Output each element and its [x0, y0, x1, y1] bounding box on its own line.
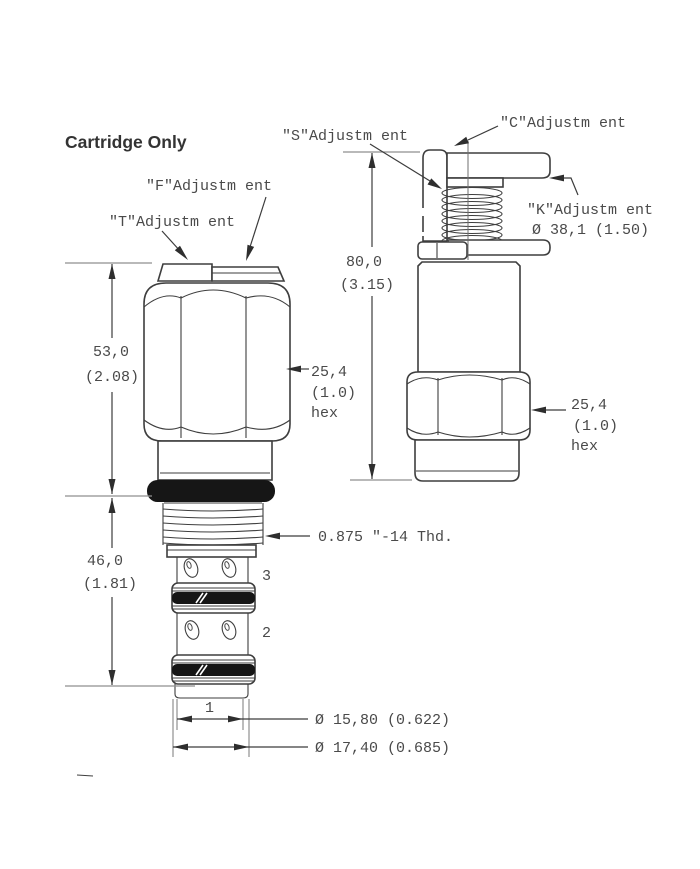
collar-band: [166, 544, 257, 558]
hex-right-mm: 25,4: [571, 397, 607, 414]
jam-nut: [417, 241, 468, 260]
top-o-ring-seal: [147, 480, 275, 502]
port3-hole-left: [183, 558, 199, 578]
hex-left-in: (1.0): [311, 385, 356, 402]
port2-hole-right: [221, 620, 237, 640]
knob-handle-bar: [446, 152, 551, 179]
valve-side-view: [406, 141, 551, 482]
t-adjustment-label: "T"Adjustm ent: [109, 214, 235, 231]
s-adjustment-label: "S"Adjustm ent: [282, 128, 408, 145]
f-adjustment-label: "F"Adjustm ent: [146, 178, 272, 195]
nose-diameter-dimension: [173, 743, 308, 751]
body-hex-bottom-arcs: [406, 427, 531, 438]
port2-hole-left: [184, 620, 200, 640]
c-adjustment-leader: [454, 125, 499, 146]
pilot-diameter-dimension: [172, 699, 308, 757]
drawing-title: Cartridge Only: [65, 132, 187, 152]
pilot-diameter-label: Ø 15,80 (0.622): [315, 712, 450, 729]
thread-spec-leader: [265, 532, 310, 540]
height-80-dimension: [343, 151, 420, 481]
nose-pilot-section: [174, 684, 249, 699]
knob-diameter-label: Ø 38,1 (1.50): [532, 222, 649, 239]
height-53-dimension: [65, 262, 152, 497]
nose-diameter-label: Ø 17,40 (0.685): [315, 740, 450, 757]
adjust-screw-threads: [441, 186, 503, 248]
hex-right-word: hex: [571, 438, 598, 455]
hex-left-word: hex: [311, 405, 338, 422]
f-adjust-screw-cap: [211, 266, 286, 282]
height-46-in: (1.81): [83, 576, 137, 593]
port3-section-sides: [176, 557, 249, 583]
body-hex-top-arcs: [406, 374, 531, 385]
t-adjust-screw-cap: [156, 263, 213, 282]
seal-ring-1: [172, 592, 255, 604]
stray-mark: [76, 774, 94, 777]
seal-ring-2: [172, 664, 255, 676]
hex-left-mm: 25,4: [311, 364, 347, 381]
knob-flange-washer: [447, 239, 551, 256]
port3-hole-right: [221, 558, 237, 578]
port-2-label: 2: [262, 625, 271, 642]
height-53-mm: 53,0: [93, 344, 129, 361]
hex-right-leader: [531, 406, 566, 414]
c-adjustment-label: "C"Adjustm ent: [500, 115, 626, 132]
knob-base-band: [446, 177, 504, 188]
height-53-in: (2.08): [85, 369, 139, 386]
port2-hole-right-inner: [224, 623, 230, 631]
height-46-mm: 46,0: [87, 553, 123, 570]
thread-section: [162, 502, 264, 546]
port3-hole-right-inner: [224, 561, 230, 569]
cartridge-front-view: [143, 263, 291, 699]
valve-body-cylinder: [417, 261, 521, 373]
hex-top-chamfer-arcs: [143, 289, 291, 308]
s-adjustment-leader: [369, 143, 442, 189]
t-adjustment-leader: [161, 230, 188, 260]
port3-hole-left-inner: [186, 561, 192, 569]
seal-gland-1: [171, 582, 256, 614]
neck-ring: [157, 440, 273, 481]
f-adjustment-leader: [246, 196, 267, 261]
knob-side-profile: [422, 149, 448, 242]
body-hex-facets: [437, 378, 503, 435]
height-46-dimension: [65, 498, 195, 687]
body-hex-nut: [406, 371, 531, 441]
hex-left-leader: [286, 365, 309, 373]
height-80-in: (3.15): [340, 277, 394, 294]
thread-spec-label: 0.875 "-14 Thd.: [318, 529, 453, 546]
port-1-label: 1: [205, 700, 214, 717]
port2-section-sides: [176, 613, 249, 655]
hex-body: [143, 282, 291, 442]
height-80-mm: 80,0: [346, 254, 382, 271]
seal-gland-2: [171, 654, 256, 685]
k-adjustment-label: "K"Adjustm ent: [527, 202, 653, 219]
hex-right-in: (1.0): [573, 418, 618, 435]
port2-hole-left-inner: [187, 623, 193, 631]
bottom-collar: [414, 439, 520, 482]
port-3-label: 3: [262, 568, 271, 585]
k-adjustment-leader: [549, 174, 579, 196]
hex-facet-lines: [180, 296, 247, 438]
hex-bottom-chamfer-arcs: [143, 419, 291, 435]
